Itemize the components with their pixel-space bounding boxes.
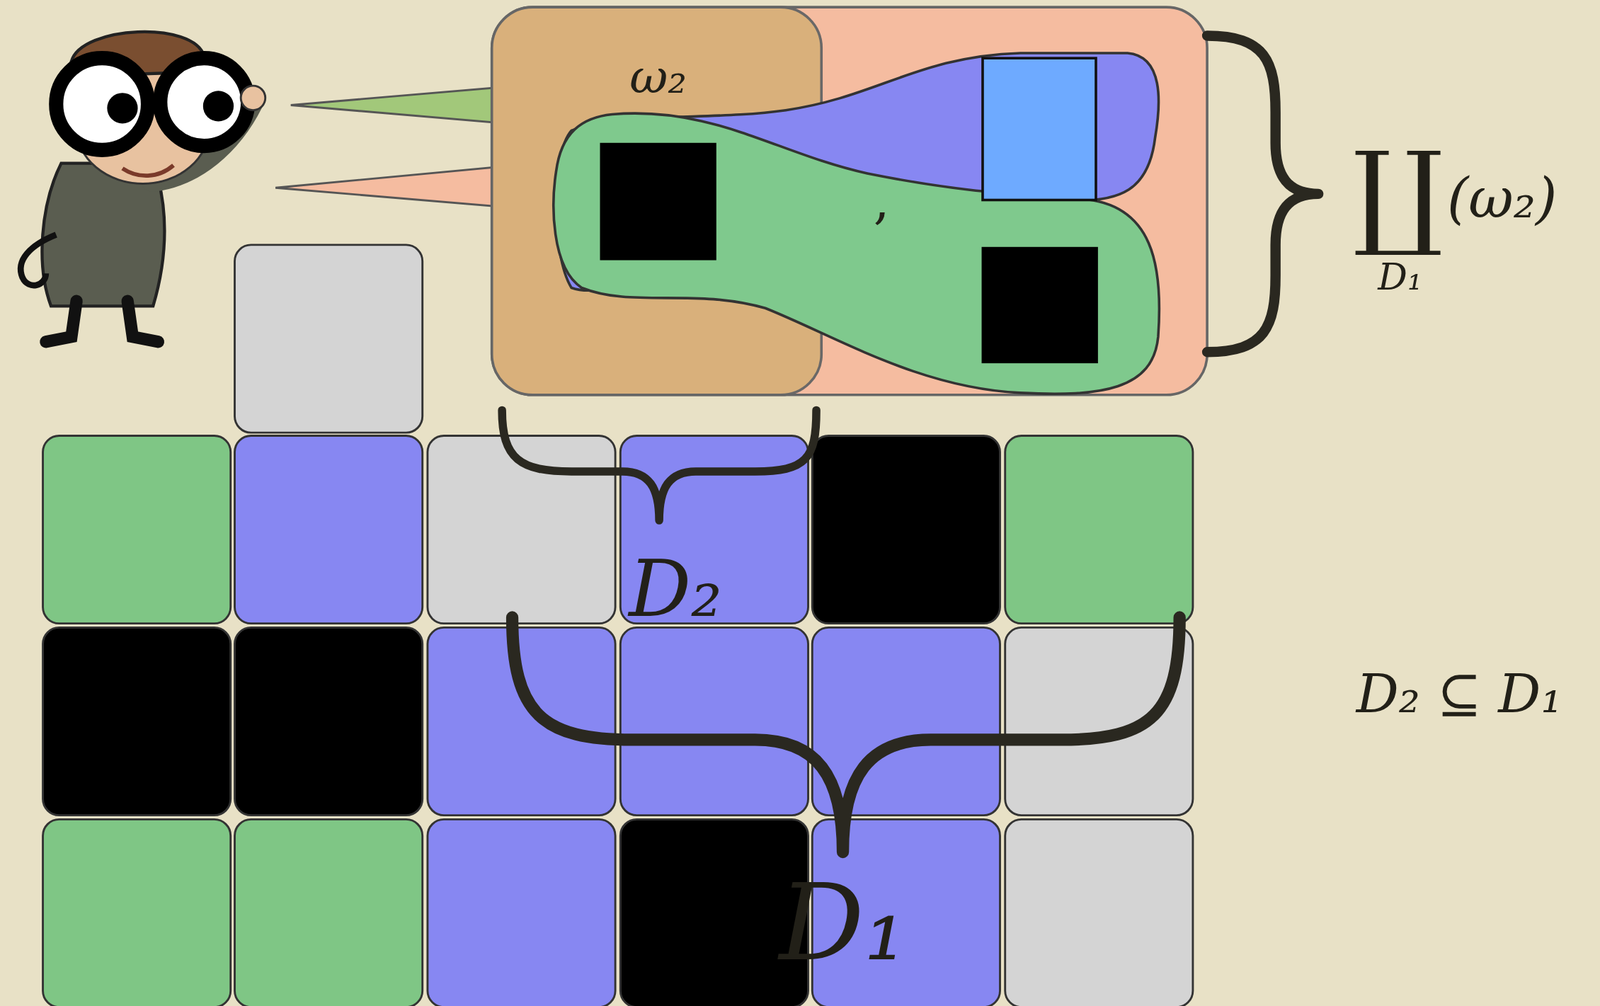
detective-figure (20, 31, 266, 342)
grid-cell (43, 627, 231, 815)
grid-cell (620, 627, 808, 815)
grid-cell (235, 627, 423, 815)
math-relation: D₂ ⊆ D₁ (1356, 667, 1563, 721)
pupil (203, 90, 234, 122)
grid-cell (427, 819, 616, 1006)
brace (1207, 35, 1319, 352)
pupil (106, 92, 138, 124)
grid-cell (235, 435, 423, 624)
speech-pointer (290, 87, 495, 123)
brace-label: D₂ (628, 550, 723, 629)
grid-cell (812, 627, 1000, 815)
mouth (122, 164, 174, 176)
hand (240, 85, 266, 111)
blue-square (982, 58, 1096, 200)
math-argument: (ω₂) (1447, 171, 1557, 227)
grid-cell (1005, 435, 1193, 624)
grid-cell (235, 819, 423, 1006)
black-square (600, 143, 717, 261)
brace-label: D₁ (778, 870, 907, 977)
grid-cell (235, 244, 423, 433)
math-subscript: D₁ (1377, 259, 1422, 296)
glass-lens (160, 58, 248, 146)
grid-cell (427, 627, 616, 815)
legs (46, 300, 159, 342)
speech-pointer (275, 167, 494, 207)
cane (20, 235, 56, 287)
grid-cell (43, 819, 231, 1006)
grid-cell (812, 435, 1000, 624)
grid-cell (1005, 819, 1193, 1006)
brace (501, 409, 817, 521)
black-square (981, 247, 1099, 364)
artwork (20, 7, 1319, 1006)
salmon-region (492, 7, 1208, 396)
brace (512, 617, 1181, 853)
separator-comma: , (873, 174, 890, 226)
node-label: ω₂ (629, 53, 687, 100)
coproduct-symbol: ∐ (1352, 136, 1443, 251)
grid-cell (43, 435, 231, 624)
grid-cell (1005, 627, 1193, 815)
glass-lens (55, 58, 148, 151)
callout-box: ω₂ (492, 7, 822, 396)
